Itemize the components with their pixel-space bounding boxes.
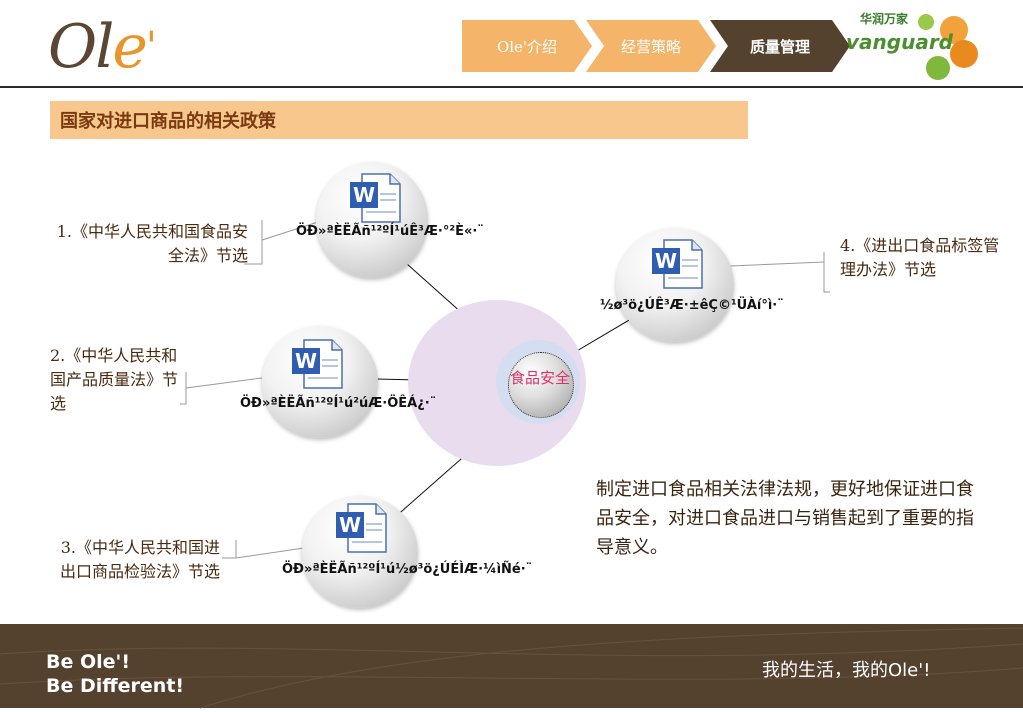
footer-slogan-line1: Be Ole'!	[46, 651, 131, 673]
footer-slogan-en: Be Ole'! Be Different!	[46, 650, 184, 698]
policy-icon-caption: ½ø³ö¿ÚÊ³Æ·±êÇ©¹ÜÀí°ì·¨	[600, 298, 784, 313]
policy-node-3[interactable]: W ÖÐ»ªÈËÃñ¹²ºÍ¹ú½ø³ö¿ÚÉÌÆ·¼ìÑé·¨	[282, 496, 532, 608]
svg-text:W: W	[655, 249, 677, 273]
policy-label-4: 4.《进出口食品标签管理办法》节选	[840, 236, 1000, 279]
policy-label-1: 1.《中华人民共和国食品安全法》节选	[56, 222, 248, 265]
policy-label-3: 3.《中华人民共和国进出口商品检验法》节选	[59, 538, 220, 581]
policy-label-2: 2.《中华人民共和国产品质量法》节选	[50, 346, 179, 413]
policy-icon-caption: ÖÐ»ªÈËÃñ¹²ºÍ¹úÊ³Æ·°²È«·¨	[296, 224, 484, 239]
vanguard-logo: 华润万家 vanguard	[842, 8, 982, 84]
nav-arrow-shape	[710, 20, 850, 72]
policy-icon-caption: ÖÐ»ªÈËÃñ¹²ºÍ¹ú²úÆ·ÖÊÁ¿·¨	[240, 396, 437, 411]
nav-item-label: Ole'介绍	[496, 37, 558, 56]
nav-item-quality[interactable]: 质量管理	[710, 18, 850, 74]
nav-arrow-shape	[586, 20, 716, 72]
word-document-icon: W	[350, 173, 401, 223]
ole-logo: Ole'	[48, 12, 157, 82]
nav-item-label: 经营策略	[620, 37, 681, 56]
footer-bar	[0, 624, 1023, 709]
section-title: 国家对进口商品的相关政策	[50, 101, 748, 139]
word-document-icon: W	[292, 339, 343, 389]
brand-cn: 华润万家	[860, 12, 909, 26]
nav-item-ole-intro[interactable]: Ole'介绍	[462, 18, 592, 74]
center-label: 食品安全	[510, 369, 571, 387]
word-document-icon: W	[336, 503, 387, 553]
policy-node-2[interactable]: W ÖÐ»ªÈËÃñ¹²ºÍ¹ú²úÆ·ÖÊÁ¿·¨	[240, 326, 436, 438]
brand-en: vanguard	[846, 30, 954, 54]
nav-item-label: 质量管理	[749, 37, 810, 56]
vanguard-dots-icon	[918, 14, 978, 80]
svg-text:W: W	[353, 183, 375, 207]
description-text: 制定进口食品相关法律法规，更好地保证进口食品安全，对进口食品进口与销售起到了重要…	[596, 479, 974, 558]
svg-text:W: W	[295, 349, 317, 373]
policy-node-1[interactable]: W ÖÐ»ªÈËÃñ¹²ºÍ¹úÊ³Æ·°²È«·¨	[296, 162, 484, 278]
footer-slogan-line2: Be Different!	[46, 675, 185, 697]
nav-arrow-shape	[462, 20, 592, 72]
policy-node-4[interactable]: W ½ø³ö¿ÚÊ³Æ·±êÇ©¹ÜÀí°ì·¨	[600, 228, 784, 342]
header-divider	[0, 86, 1023, 88]
svg-text:W: W	[339, 513, 361, 537]
footer-slogan-cn: 我的生活，我的Ole'!	[762, 660, 931, 681]
nav-item-strategy[interactable]: 经营策略	[586, 18, 716, 74]
top-nav: Ole'介绍 经营策略 质量管理	[462, 18, 852, 74]
policy-icon-caption: ÖÐ»ªÈËÃñ¹²ºÍ¹ú½ø³ö¿ÚÉÌÆ·¼ìÑé·¨	[282, 562, 533, 577]
footer-streaks	[0, 627, 1023, 709]
center-sphere	[508, 352, 574, 418]
word-document-icon: W	[652, 239, 703, 289]
